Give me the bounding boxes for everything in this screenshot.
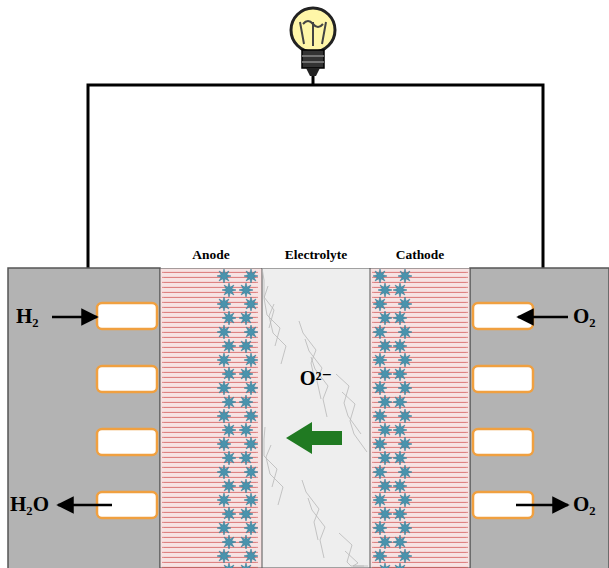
cathode-fill bbox=[370, 268, 470, 568]
electrolyte-layer: ElectrolyteO²⁻ bbox=[262, 242, 370, 568]
anode-plate bbox=[8, 268, 160, 568]
cathode-plate bbox=[470, 268, 609, 568]
gas-outlet-label: O₂ bbox=[573, 492, 596, 517]
light-bulb bbox=[291, 8, 335, 85]
ion-label: O²⁻ bbox=[262, 366, 370, 390]
layer-heading: Anode bbox=[160, 242, 262, 268]
layer-heading: Cathode bbox=[370, 242, 470, 268]
electrolyte-fill bbox=[262, 268, 370, 568]
anode-layer: Anode bbox=[160, 242, 262, 568]
cathode-layer: Cathode bbox=[370, 242, 470, 568]
ion-arrow bbox=[286, 422, 342, 454]
gas-outlet-label: H₂O bbox=[10, 492, 49, 517]
layer-heading: Electrolyte bbox=[262, 242, 370, 268]
circuit-wire bbox=[88, 85, 543, 268]
gas-inlet-label: O₂ bbox=[573, 304, 596, 329]
anode-fill bbox=[160, 268, 262, 568]
gas-inlet-label: H₂ bbox=[16, 304, 39, 329]
